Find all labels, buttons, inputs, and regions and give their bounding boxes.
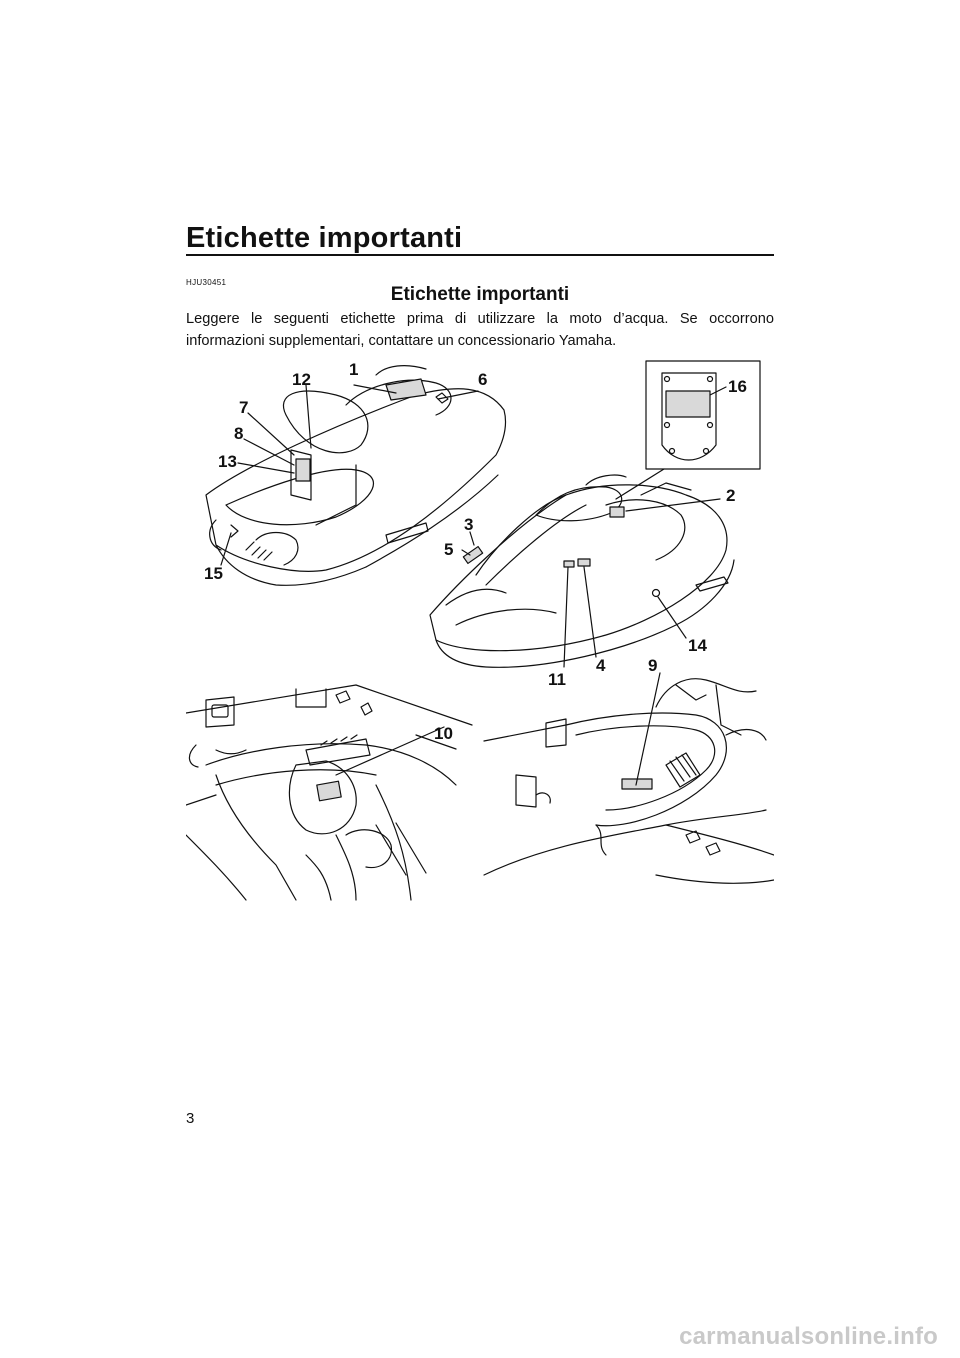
callout-3: 3 xyxy=(464,515,473,534)
rear-view-drawing: 1 6 12 7 8 13 15 xyxy=(204,360,507,586)
callout-16: 16 xyxy=(728,377,747,396)
callout-14: 14 xyxy=(688,636,707,655)
callout-8: 8 xyxy=(234,424,243,443)
front-view-drawing: 2 3 5 14 4 11 9 xyxy=(429,474,735,689)
watermark: carmanualsonline.info xyxy=(679,1323,938,1350)
callout-4: 4 xyxy=(596,656,606,675)
callout-10: 10 xyxy=(434,724,453,743)
section-code: HJU30451 xyxy=(186,278,227,287)
callout-15: 15 xyxy=(204,564,223,583)
callout-2: 2 xyxy=(726,486,735,505)
callout-1: 1 xyxy=(349,360,358,379)
engine-compartment-drawing: 10 xyxy=(186,684,473,901)
callout-5: 5 xyxy=(444,540,453,559)
callout-11: 11 xyxy=(548,670,566,689)
callout-7: 7 xyxy=(239,398,248,417)
callout-6: 6 xyxy=(478,370,487,389)
page-number: 3 xyxy=(186,1110,195,1127)
callout-12: 12 xyxy=(292,370,311,389)
intro-paragraph: Leggere le seguenti etichette prima di u… xyxy=(186,311,774,349)
callout-9: 9 xyxy=(648,656,657,675)
callout-13: 13 xyxy=(218,452,237,471)
label-location-illustration: 1 6 12 7 8 13 15 16 xyxy=(186,360,774,901)
page-header-title: Etichette importanti xyxy=(186,222,463,254)
storage-compartment-drawing xyxy=(483,672,774,884)
inset-detail-16: 16 xyxy=(615,360,761,500)
section-title: Etichette importanti xyxy=(390,284,570,305)
header-divider xyxy=(186,254,774,256)
